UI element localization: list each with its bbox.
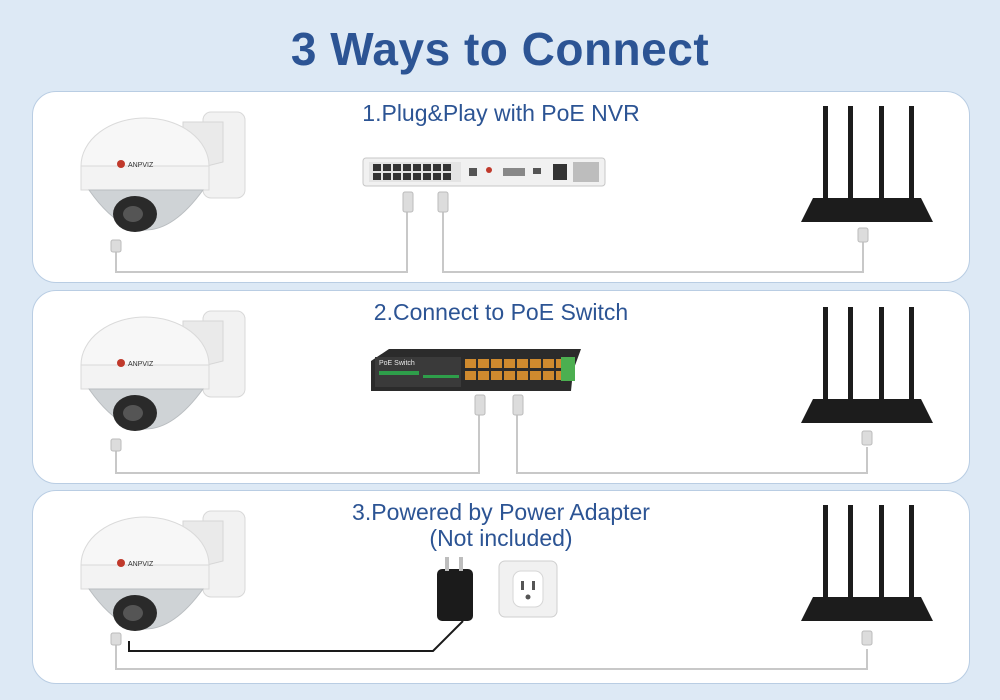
camera-to-switch-cable — [115, 415, 480, 474]
nvr-ports — [373, 164, 451, 180]
nvr-to-router-cable — [442, 212, 864, 273]
method-title-switch: 2.Connect to PoE Switch — [373, 299, 629, 325]
camera-brand-label: ANPVIZ — [128, 361, 154, 368]
method-panel-nvr: 1.Plug&Play with PoE NVR ANPVIZ — [32, 91, 970, 283]
adapter-power-cable — [128, 620, 464, 652]
page-title: 3 Ways to Connect — [290, 23, 710, 75]
wifi-router — [801, 505, 933, 646]
method-subtitle-adapter: (Not included) — [429, 525, 573, 551]
wifi-router — [801, 106, 933, 243]
method-panel-switch: 2.Connect to PoE Switch ANPVIZ PoE Switc… — [32, 290, 970, 484]
wifi-router — [801, 307, 933, 446]
nvr-recorder — [362, 157, 606, 213]
camera-to-router-cable — [115, 643, 868, 670]
dome-camera: ANPVIZ — [80, 310, 246, 452]
camera-brand-label: ANPVIZ — [128, 162, 154, 169]
method-title-adapter: 3.Powered by Power Adapter — [352, 499, 650, 525]
switch-scene: ANPVIZ PoE Switch — [80, 307, 933, 474]
camera-to-nvr-cable — [115, 212, 408, 273]
dome-camera: ANPVIZ — [80, 510, 246, 646]
wall-outlet — [498, 560, 558, 618]
method-title-nvr: 1.Plug&Play with PoE NVR — [362, 100, 640, 126]
dome-camera: ANPVIZ — [80, 111, 246, 253]
nvr-scene: ANPVIZ — [80, 106, 933, 273]
switch-to-router-cable — [516, 415, 868, 474]
poe-switch: PoE Switch — [371, 349, 581, 416]
switch-label: PoE Switch — [379, 360, 415, 367]
adapter-scene: ANPVIZ — [80, 505, 933, 670]
camera-brand-label: ANPVIZ — [128, 561, 154, 568]
method-panel-adapter: 3.Powered by Power Adapter (Not included… — [32, 490, 970, 684]
power-adapter — [437, 557, 473, 621]
